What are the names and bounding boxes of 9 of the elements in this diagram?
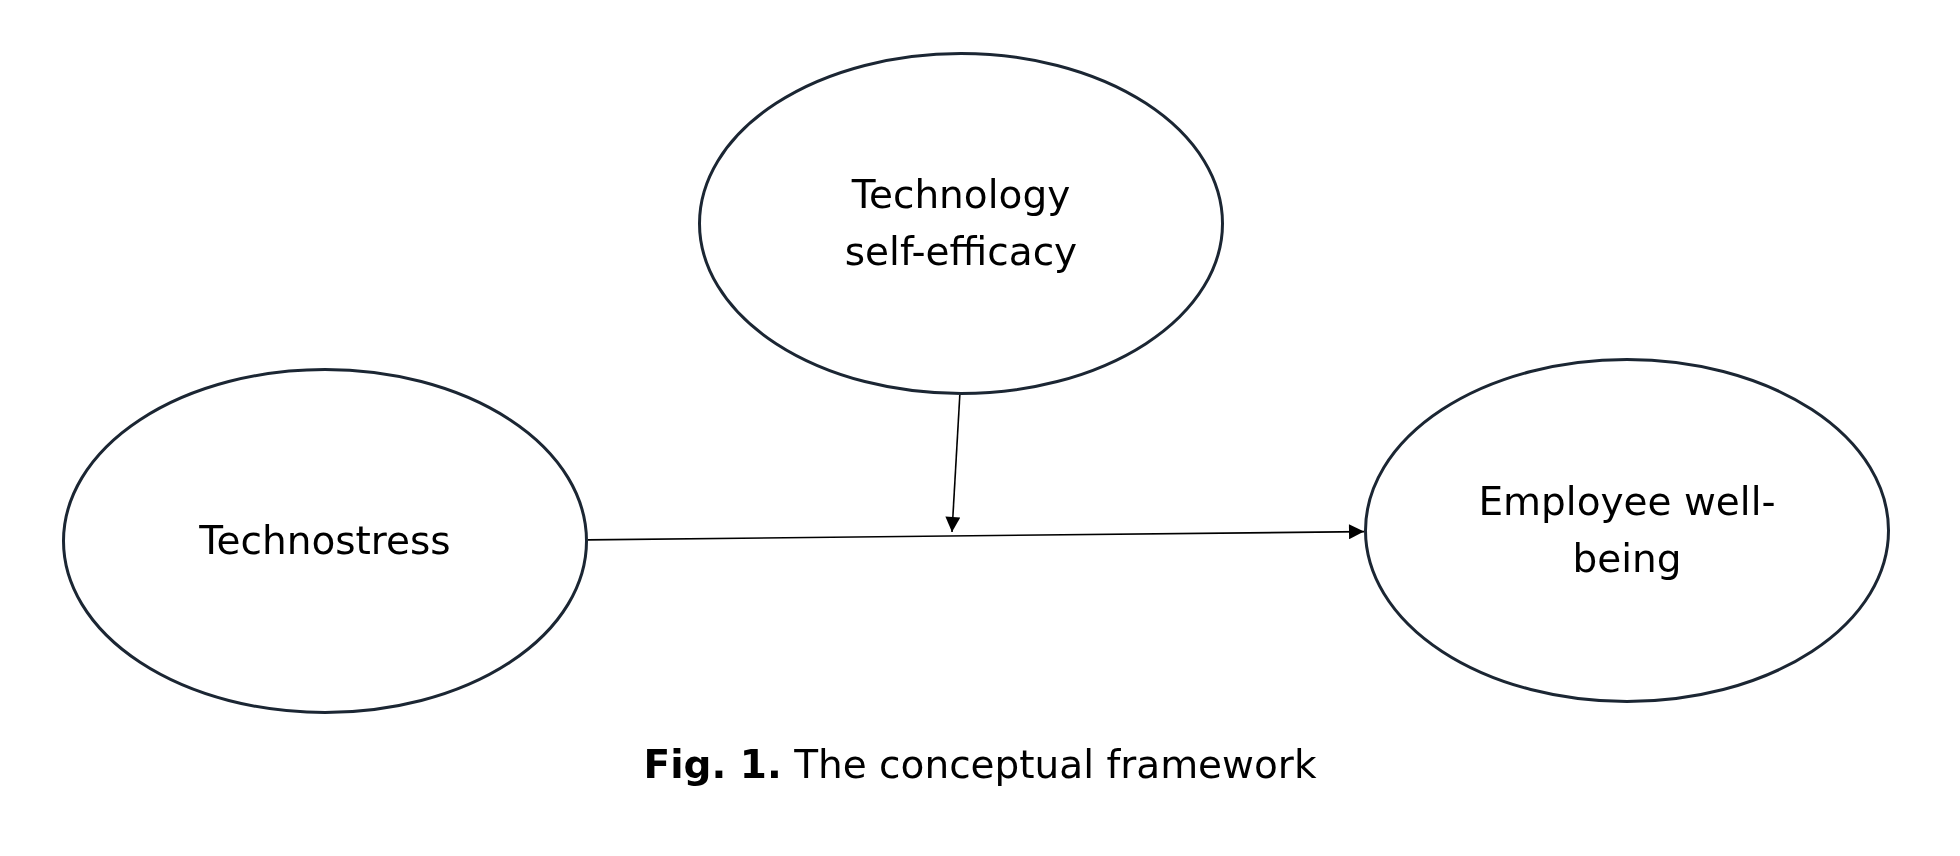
- node-label: Technology self-efficacy: [843, 170, 1079, 276]
- ellipse-node: [1364, 358, 1890, 703]
- ellipse-node: [62, 368, 588, 714]
- ellipse-node: [698, 52, 1224, 395]
- figure-caption: Fig. 1. The conceptual framework: [643, 742, 1317, 787]
- node-label: Technostress: [199, 516, 451, 565]
- arrow: [587, 524, 1365, 541]
- arrow: [945, 394, 961, 533]
- node-label: Employee well-being: [1477, 477, 1777, 583]
